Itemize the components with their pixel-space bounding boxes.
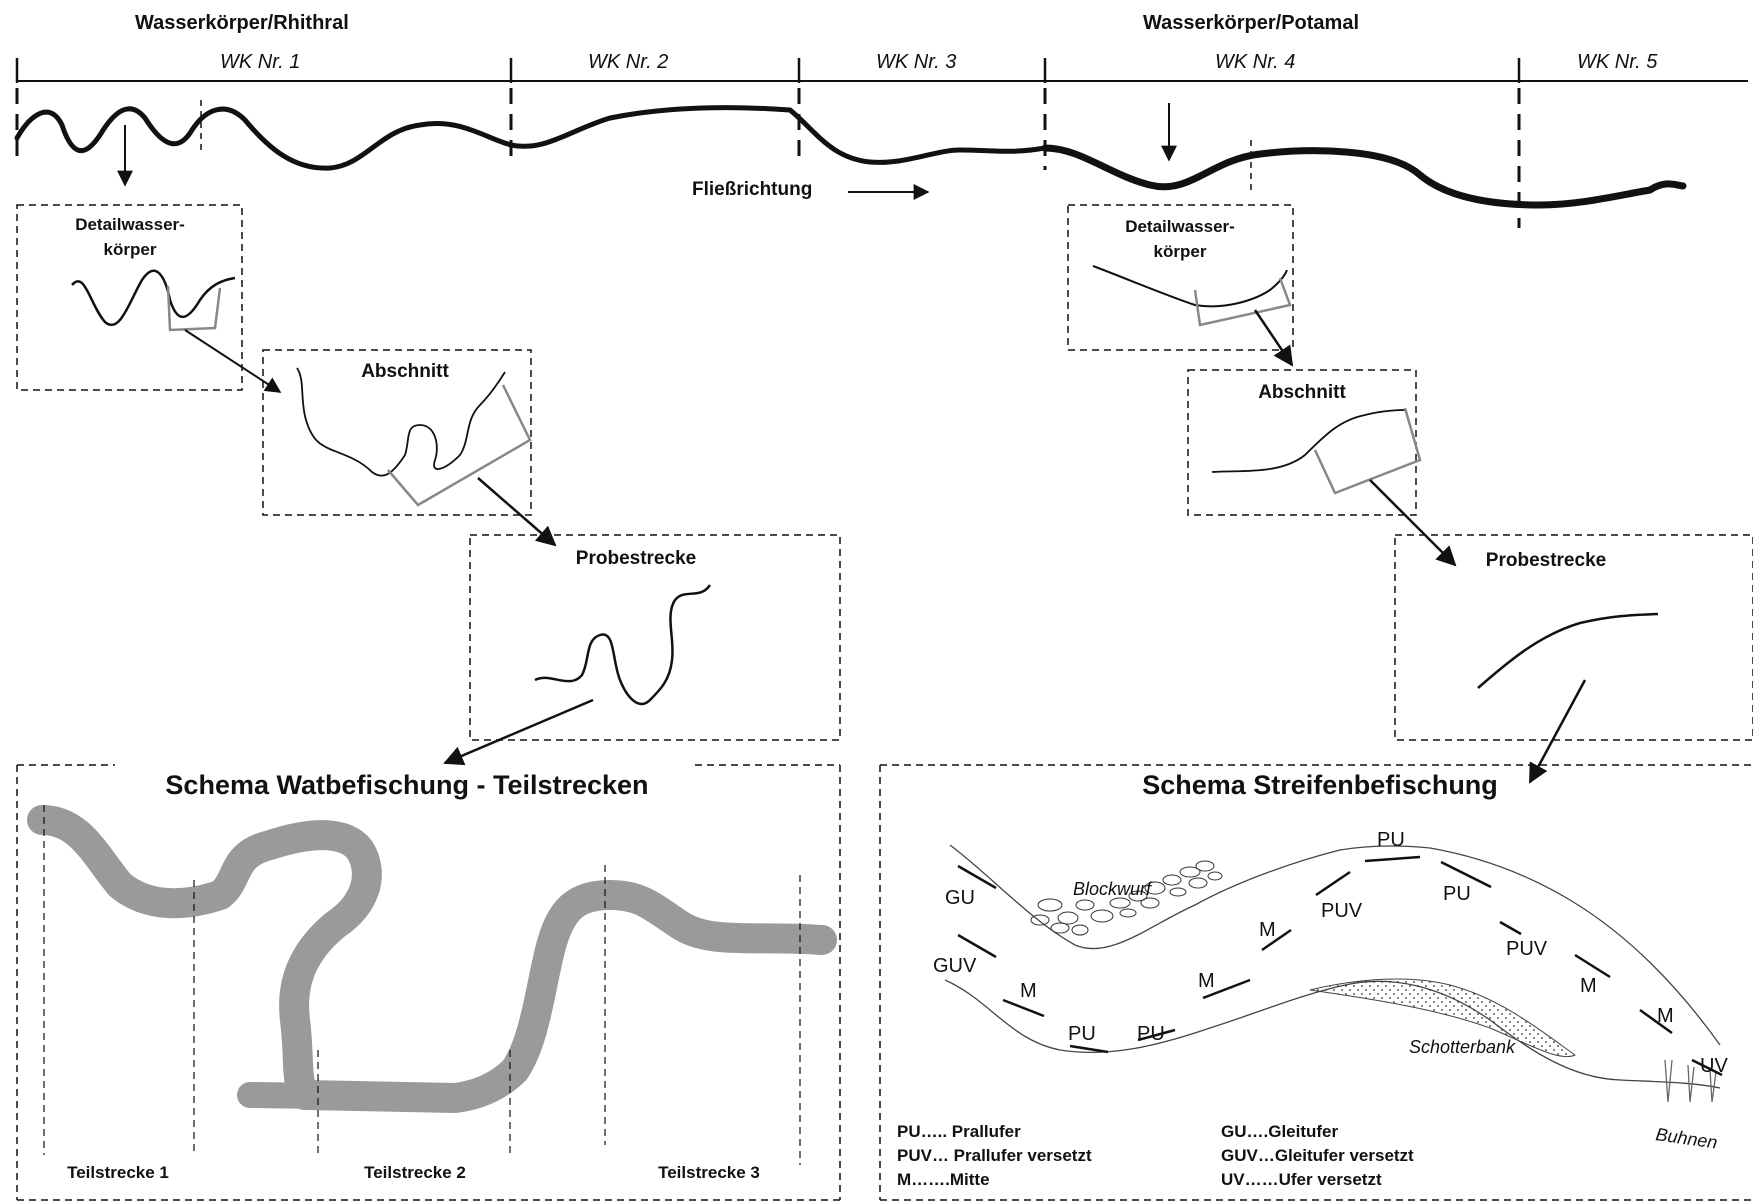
arrow-detail-to-section-left — [184, 329, 282, 393]
detail-water-body-box-left: Detailwasser- körper — [16, 204, 243, 391]
wading-scheme-title: Schema Watbefischung - Teilstrecken — [165, 770, 648, 800]
wading-subsection-dividers — [43, 805, 801, 1165]
strip-label-puv-1: PUV — [1321, 900, 1363, 922]
strip-upper-bank — [949, 844, 1721, 1046]
detail-box-title-line1: Detailwasser- — [75, 215, 185, 234]
wading-river-band-tail — [237, 1082, 333, 1109]
detail-box-title-line2: körper — [104, 240, 157, 259]
legend-puv: PUV… Prallufer versetzt — [897, 1146, 1092, 1165]
schotterbank-area — [1309, 978, 1576, 1058]
strip-label-m-5: M — [1657, 1005, 1674, 1027]
strip-label-puv-2: PUV — [1506, 938, 1548, 960]
buhnen-groynes — [1664, 1059, 1717, 1103]
detail-box-right-line1: Detailwasser- — [1125, 217, 1235, 236]
arrow-section-to-sample-right — [1369, 479, 1457, 567]
section-river-sketch-left — [296, 367, 506, 477]
strip-label-m-3: M — [1259, 919, 1276, 941]
detail-selection-bracket-right — [1193, 277, 1292, 327]
sample-box-title-left: Probestrecke — [576, 548, 696, 569]
legend-uv: UV……Ufer versetzt — [1221, 1170, 1382, 1189]
arrow-sample-to-wading — [443, 698, 594, 766]
legend-gu: GU….Gleitufer — [1221, 1122, 1339, 1141]
sample-stretch-box-left: Probestrecke — [469, 534, 841, 741]
strip-label-pu-3: PU — [1377, 829, 1405, 851]
strip-label-uv: UV — [1700, 1055, 1728, 1077]
section-box-title-left: Abschnitt — [361, 361, 449, 382]
subsection-label-2: Teilstrecke 2 — [364, 1163, 466, 1182]
header-rhithral: Wasserkörper/Rhithral — [135, 12, 349, 34]
legend-pu: PU….. Prallufer — [897, 1122, 1021, 1141]
wading-scheme-box — [16, 764, 841, 1201]
sample-stretch-box-right: Probestrecke — [1394, 534, 1753, 741]
subsection-label-3: Teilstrecke 3 — [658, 1163, 760, 1182]
section-box-left: Abschnitt — [262, 349, 532, 516]
detail-river-sketch-right — [1092, 265, 1288, 308]
segment-label-wk4: WK Nr. 4 — [1215, 51, 1295, 73]
strip-label-gu: GU — [945, 887, 975, 909]
strip-label-pu-4: PU — [1443, 883, 1471, 905]
strip-label-pu-2: PU — [1137, 1023, 1165, 1045]
strip-label-m-4: M — [1580, 975, 1597, 997]
section-box-title-right: Abschnitt — [1258, 382, 1346, 403]
sample-river-sketch-right — [1477, 612, 1659, 689]
blockwurf-stones — [1030, 860, 1223, 936]
strip-label-pu-1: PU — [1068, 1023, 1096, 1045]
main-river-course — [14, 105, 1048, 171]
segment-label-wk1: WK Nr. 1 — [220, 51, 300, 73]
strip-scheme-box — [879, 764, 1753, 1201]
header-potamal: Wasserkörper/Potamal — [1143, 12, 1359, 34]
subsection-label-1: Teilstrecke 1 — [67, 1163, 169, 1182]
section-box-right: Abschnitt — [1187, 369, 1422, 516]
strip-label-guv: GUV — [933, 955, 977, 977]
detail-water-body-box-right: Detailwasser- körper — [1067, 204, 1294, 351]
section-selection-bracket-left — [387, 384, 532, 507]
legend-m: M…….Mitte — [897, 1170, 990, 1189]
flow-direction-label: Fließrichtung — [692, 179, 812, 200]
wading-river-band — [27, 805, 837, 1113]
section-selection-bracket-right — [1313, 407, 1422, 495]
segment-label-wk5: WK Nr. 5 — [1577, 51, 1658, 73]
segment-label-wk3: WK Nr. 3 — [876, 51, 956, 73]
sample-box-title-right: Probestrecke — [1486, 550, 1606, 571]
strip-transects — [957, 855, 1723, 1077]
arrow-detail-to-section-right — [1253, 309, 1294, 367]
section-river-sketch-right — [1211, 409, 1406, 473]
blockwurf-label: Blockwurf — [1073, 879, 1153, 899]
arrow-sample-to-strip — [1528, 679, 1587, 784]
detail-river-sketch — [71, 269, 236, 326]
schotterbank-label: Schotterbank — [1409, 1037, 1516, 1057]
segment-label-wk2: WK Nr. 2 — [588, 51, 668, 73]
legend-guv: GUV…Gleitufer versetzt — [1221, 1146, 1414, 1165]
buhnen-label: Buhnen — [1654, 1124, 1718, 1152]
detail-selection-bracket — [166, 285, 222, 332]
sample-river-sketch-left — [534, 584, 712, 706]
detail-box-right-line2: körper — [1154, 242, 1207, 261]
strip-lower-bank — [944, 979, 1721, 1089]
strip-label-m-1: M — [1020, 980, 1037, 1002]
strip-scheme-title: Schema Streifenbefischung — [1142, 770, 1498, 800]
strip-label-m-2: M — [1198, 970, 1215, 992]
main-river-course-potamal — [1041, 144, 1687, 209]
arrow-section-to-sample-left — [477, 477, 557, 547]
